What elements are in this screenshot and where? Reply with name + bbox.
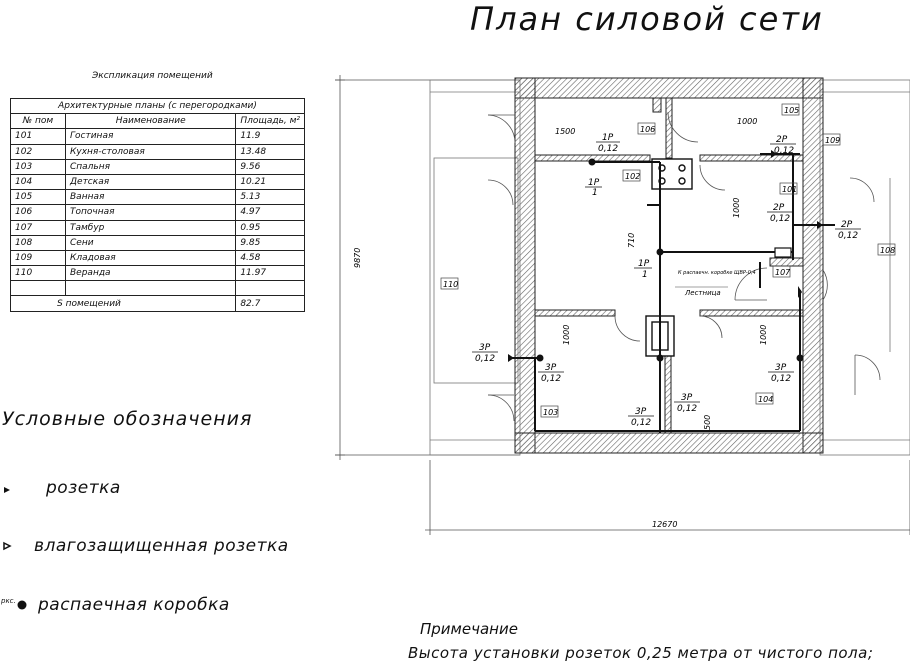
note-title: Примечание bbox=[420, 620, 518, 638]
dim-500: 500 bbox=[703, 415, 712, 430]
svg-text:1: 1 bbox=[642, 270, 648, 280]
dim-710: 710 bbox=[627, 233, 636, 248]
circuit-labels: 1Р 0,12 1Р 1 1Р 1 2Р 0,12 2Р 0,12 2Р 0,1… bbox=[472, 133, 861, 428]
socket-symbol-icon bbox=[4, 487, 10, 493]
room-tag-108: 108 bbox=[880, 246, 895, 255]
room-tag-106: 106 bbox=[640, 125, 655, 134]
junction-abbr: ркс. bbox=[1, 597, 16, 605]
dim-1000-top: 1000 bbox=[737, 117, 757, 126]
svg-text:2Р: 2Р bbox=[841, 220, 853, 230]
svg-text:1Р: 1Р bbox=[602, 133, 614, 143]
svg-text:0,12: 0,12 bbox=[598, 144, 618, 154]
svg-text:0,12: 0,12 bbox=[475, 354, 495, 364]
svg-text:1: 1 bbox=[592, 188, 598, 198]
stove-icon bbox=[651, 158, 693, 190]
page-title: План силовой сети bbox=[470, 0, 824, 38]
svg-text:3Р: 3Р bbox=[545, 363, 557, 373]
dim-1000-right: 1000 bbox=[732, 198, 741, 218]
room-tag-101: 101 bbox=[782, 185, 797, 194]
room-tag-107: 107 bbox=[775, 268, 791, 277]
junction-box-symbol-icon bbox=[17, 600, 27, 610]
stair-label: Лестница bbox=[684, 289, 721, 297]
room-tag-109: 109 bbox=[825, 136, 840, 145]
dim-width: 12670 bbox=[652, 520, 677, 529]
legend-waterproof-socket: влагозащищенная розетка bbox=[34, 536, 289, 556]
svg-text:0,12: 0,12 bbox=[771, 374, 791, 384]
svg-text:3Р: 3Р bbox=[775, 363, 787, 373]
total-value: 82.7 bbox=[235, 295, 305, 312]
svg-text:2Р: 2Р bbox=[776, 135, 788, 145]
total-label: S помещений bbox=[9, 295, 237, 312]
svg-text:1Р: 1Р bbox=[638, 259, 650, 269]
room-tag-105: 105 bbox=[784, 106, 799, 115]
explication-table: Архитектурные планы (с перегородками) № … bbox=[9, 97, 305, 312]
socket-marks bbox=[508, 150, 823, 362]
svg-text:2Р: 2Р bbox=[773, 203, 785, 213]
dim-1000-lower: 1000 bbox=[759, 325, 768, 345]
svg-text:3Р: 3Р bbox=[635, 407, 647, 417]
svg-text:0,12: 0,12 bbox=[631, 418, 651, 428]
explication-caption: Экспликация помещений bbox=[92, 71, 213, 81]
legend-socket: розетка bbox=[46, 478, 121, 498]
svg-text:0,12: 0,12 bbox=[838, 231, 858, 241]
svg-text:0,12: 0,12 bbox=[770, 214, 790, 224]
note-text: Высота установки розеток 0,25 метра от ч… bbox=[408, 644, 874, 662]
room-tag-102: 102 bbox=[625, 172, 640, 181]
panel-note: К распаечн. коробке ЩВР-0,4 bbox=[678, 270, 756, 276]
dim-height: 9870 bbox=[353, 248, 362, 268]
wiring bbox=[510, 153, 835, 433]
room-tag-103: 103 bbox=[543, 408, 558, 417]
dim-1000-left: 1000 bbox=[562, 325, 571, 345]
svg-text:0,12: 0,12 bbox=[774, 146, 794, 156]
room-tag-104: 104 bbox=[758, 395, 773, 404]
cell-area: 9.56 bbox=[235, 158, 305, 175]
junction-boxes bbox=[536, 158, 804, 362]
dimension-lines bbox=[335, 75, 910, 535]
svg-text:3Р: 3Р bbox=[681, 393, 693, 403]
dim-1500: 1500 bbox=[555, 127, 575, 136]
svg-text:0,12: 0,12 bbox=[677, 404, 697, 414]
svg-text:3Р: 3Р bbox=[479, 343, 491, 353]
legend-title: Условные обозначения bbox=[2, 408, 253, 430]
doors bbox=[487, 111, 881, 422]
svg-text:1Р: 1Р bbox=[588, 178, 600, 188]
walls bbox=[514, 77, 824, 454]
room-tag-110: 110 bbox=[443, 280, 458, 289]
cell-area: 13.48 bbox=[235, 143, 305, 160]
waterproof-socket-symbol-icon bbox=[3, 541, 12, 551]
room-tags: 106 105 109 102 101 108 110 107 103 104 bbox=[440, 103, 896, 418]
svg-text:0,12: 0,12 bbox=[541, 374, 561, 384]
legend-junction-box: распаечная коробка bbox=[38, 595, 230, 615]
